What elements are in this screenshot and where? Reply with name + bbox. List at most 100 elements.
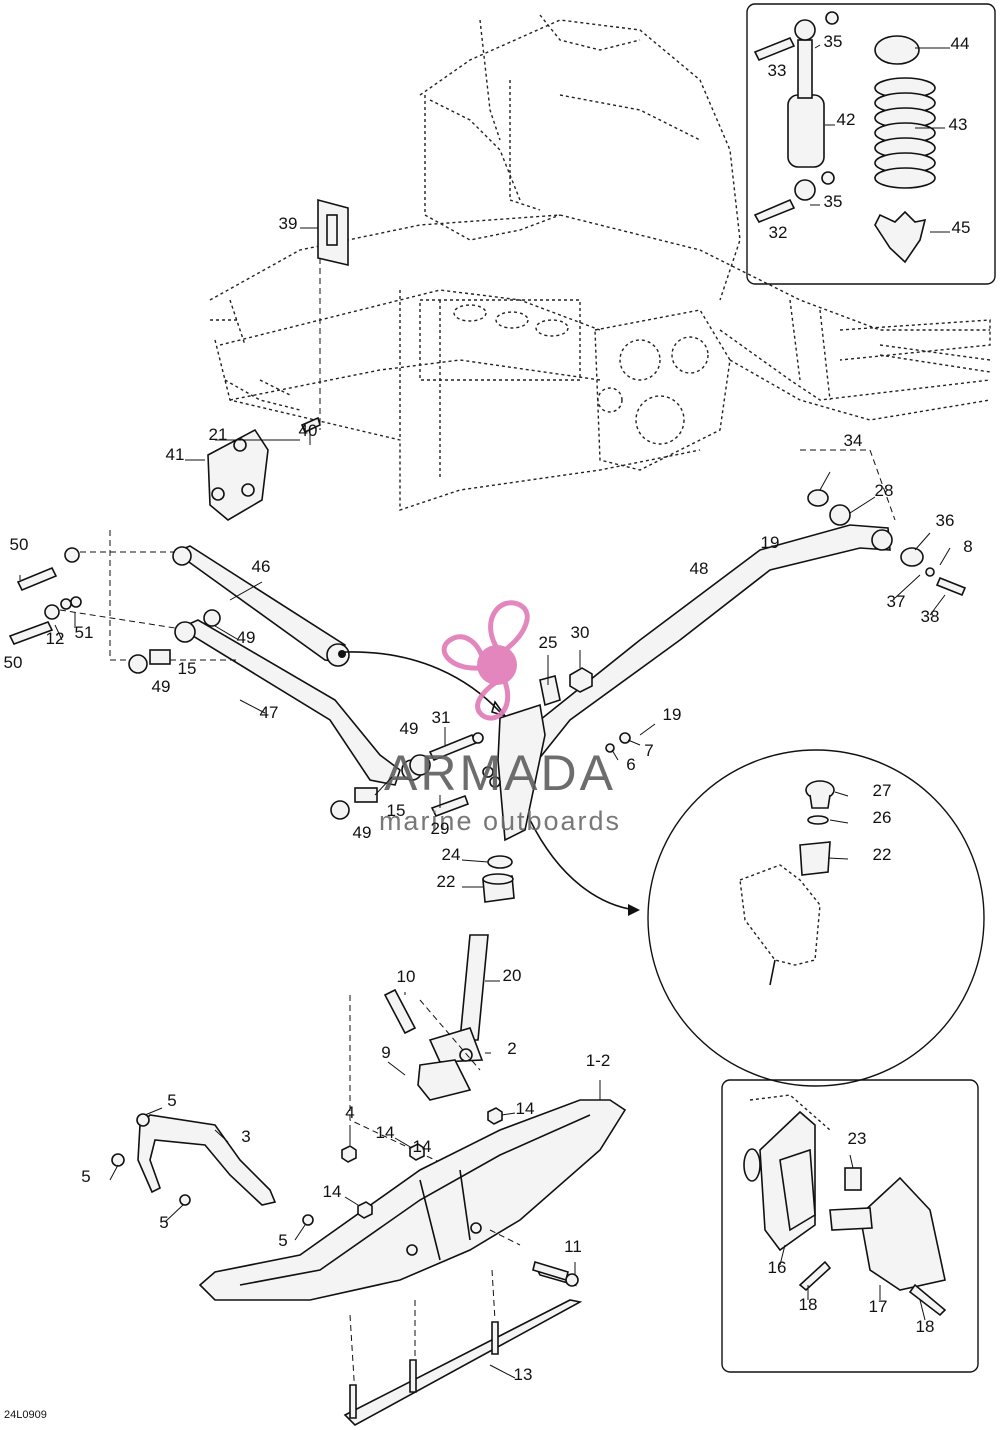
callout-5: 5 — [278, 1231, 287, 1250]
callout-14: 14 — [516, 1099, 535, 1118]
brand-tagline: marine outboards — [379, 806, 621, 836]
callout-47: 47 — [260, 703, 279, 722]
shock-body — [787, 94, 825, 168]
callout-5: 5 — [81, 1167, 90, 1186]
callout-8: 8 — [963, 537, 972, 556]
callout-49: 49 — [152, 677, 171, 696]
shock-inset — [746, 3, 996, 285]
nut-14c — [487, 1107, 503, 1125]
callout-15: 15 — [387, 801, 406, 820]
spring-43 — [874, 77, 936, 189]
shock-rod — [797, 39, 813, 99]
washer-24 — [487, 855, 513, 869]
spindle-20 — [428, 934, 489, 1063]
spindle-upper — [409, 667, 631, 842]
callout-48: 48 — [690, 559, 709, 578]
callout-35: 35 — [824, 32, 843, 51]
callout-40: 40 — [299, 421, 318, 440]
callout-45: 45 — [952, 218, 971, 237]
callout-51: 51 — [75, 623, 94, 642]
handle-3 — [111, 1113, 314, 1226]
callout-24: 24 — [442, 845, 461, 864]
callout-19: 19 — [761, 533, 780, 552]
callout-44: 44 — [951, 34, 970, 53]
callout-10: 10 — [397, 967, 416, 986]
nut-14a — [409, 1143, 425, 1161]
ski-leg-inset — [721, 1079, 979, 1373]
callout-5: 5 — [167, 1091, 176, 1110]
stopper-9 — [417, 1059, 472, 1101]
propeller-logo — [441, 600, 530, 721]
sleeve-15a — [149, 649, 171, 665]
callout-14: 14 — [323, 1182, 342, 1201]
callout-26: 26 — [873, 808, 892, 827]
callout-5: 5 — [159, 1213, 168, 1232]
adjuster-45 — [874, 210, 927, 264]
callout-21: 21 — [209, 425, 228, 444]
callout-17: 17 — [869, 1297, 888, 1316]
callout-18: 18 — [916, 1317, 935, 1336]
callout-4: 4 — [345, 1103, 354, 1122]
callout-50: 50 — [4, 653, 23, 672]
callout-13: 13 — [514, 1365, 533, 1384]
callout-1-2: 1-2 — [586, 1051, 611, 1070]
callout-28: 28 — [875, 481, 894, 500]
callout-3: 3 — [241, 1127, 250, 1146]
callout-11: 11 — [564, 1237, 582, 1256]
drawing-code: 24L0909 — [4, 1409, 47, 1421]
leader-lines — [19, 44, 951, 1379]
bracket-39 — [317, 198, 349, 430]
brand-name: ARMADA — [384, 745, 616, 801]
pin-10 — [383, 988, 417, 1035]
spring-seat-44 — [874, 35, 920, 65]
callout-7: 7 — [644, 741, 653, 760]
callout-36: 36 — [936, 511, 955, 530]
callout-27: 27 — [873, 781, 892, 800]
bolt-33 — [753, 36, 796, 62]
bushing-49a — [128, 654, 148, 674]
callout-12: 12 — [46, 629, 65, 648]
bushing-49b — [330, 800, 350, 820]
callout-6: 6 — [626, 755, 635, 774]
bracket-21-41 — [207, 416, 321, 521]
callout-31: 31 — [432, 708, 451, 727]
callout-30: 30 — [571, 623, 590, 642]
callout-15: 15 — [178, 659, 197, 678]
callout-32: 32 — [769, 223, 788, 242]
callout-29: 29 — [431, 819, 450, 838]
inset-frame — [746, 3, 996, 285]
detail-circle — [529, 749, 985, 1087]
callout-19: 19 — [663, 705, 682, 724]
callout-22: 22 — [437, 872, 456, 891]
callout-25: 25 — [539, 633, 558, 652]
callout-46: 46 — [252, 557, 271, 576]
callout-37: 37 — [887, 592, 906, 611]
callout-39: 39 — [279, 214, 298, 233]
callout-49: 49 — [400, 719, 419, 738]
callout-20: 20 — [503, 966, 522, 985]
callout-41: 41 — [166, 445, 185, 464]
nut-14b — [357, 1201, 373, 1219]
callout-18: 18 — [799, 1295, 818, 1314]
callout-33: 33 — [768, 61, 787, 80]
callout-42: 42 — [837, 110, 856, 129]
callout-50: 50 — [10, 535, 29, 554]
callout-22: 22 — [873, 845, 892, 864]
ski-1-2 — [198, 1099, 627, 1301]
chassis-frame — [209, 14, 991, 511]
nut-4 — [341, 1145, 357, 1163]
callout-16: 16 — [768, 1258, 787, 1277]
callout-14: 14 — [413, 1137, 432, 1156]
sleeve-15b — [354, 787, 378, 803]
callout-14: 14 — [376, 1123, 395, 1142]
trailing-arm-48 — [513, 449, 967, 772]
callout-labels: 1-22345555678910111213141414141515161718… — [4, 32, 973, 1384]
callout-35: 35 — [824, 192, 843, 211]
callout-49: 49 — [353, 823, 372, 842]
watermark: ARMADA marine outboards — [379, 600, 621, 836]
callout-34: 34 — [844, 431, 863, 450]
bolt-32 — [753, 198, 796, 224]
callout-9: 9 — [381, 1043, 390, 1062]
